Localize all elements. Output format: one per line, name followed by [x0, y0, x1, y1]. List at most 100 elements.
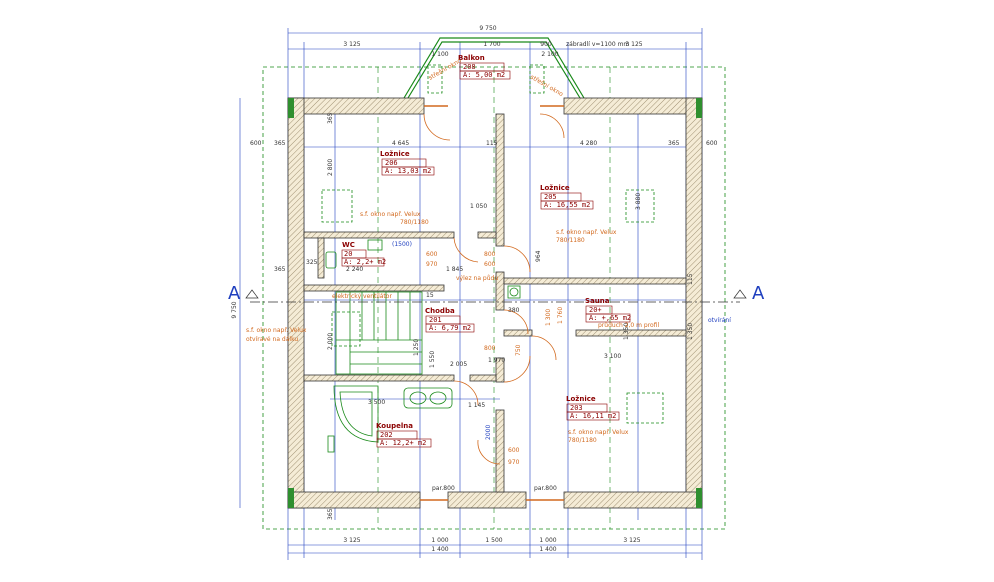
note-ventilator: elektrický ventilátor	[332, 293, 392, 300]
room-number-koupelna: 202	[380, 431, 393, 439]
bathroom-fixtures	[325, 239, 521, 453]
staircase	[335, 291, 423, 375]
note-velux2b: 780/1180	[556, 237, 585, 244]
dim-1350: 1 350	[687, 323, 694, 340]
room-name-loznice-203: Ložnice	[566, 395, 596, 403]
dim-1145: 1 145	[468, 402, 485, 409]
section-mark-left: A	[228, 283, 241, 304]
room-area-205: A: 16,55 m2	[544, 201, 590, 209]
dim-365b: 365	[274, 266, 286, 273]
dim-top-left: 3 125	[343, 41, 360, 48]
dim-115: 115	[486, 140, 498, 147]
note-velux4b: otvíravé na dálku	[246, 336, 298, 343]
room-labels: Balkon 208 A: 5,00 m2 Ložnice 206 A: 13,…	[341, 54, 631, 448]
dim-2800: 2 800	[327, 159, 334, 176]
dim-top-sub2: 900	[540, 41, 552, 48]
dim-800b: 800	[484, 345, 496, 352]
dim-4280: 4 280	[580, 140, 597, 147]
dim-bottom-r1: 1 000	[431, 537, 448, 544]
room-area-203: A: 16,11 m2	[570, 412, 616, 420]
room-number-wc: 20	[344, 250, 352, 258]
note-velux2: s.f. okno např. Velux	[556, 229, 617, 236]
room-area-balkon: A: 5,00 m2	[463, 71, 505, 79]
dim-600a: 600	[426, 251, 438, 258]
dim-bottom-sub2: 1 400	[539, 546, 556, 553]
dim-bottom-r2: 1 500	[485, 537, 502, 544]
dim-1500: (1500)	[392, 241, 412, 248]
rafter-lines	[377, 67, 611, 529]
room-number-206: 206	[385, 159, 398, 167]
annotation-notes: střešní okno střešní okno s.f. okno např…	[246, 57, 731, 444]
room-area-chodba: A: 6,79 m2	[429, 324, 471, 332]
dimension-texts: 9 750 3 125 1 700 3 125 1 100 900 2 100 …	[231, 25, 718, 553]
dim-800a: 800	[484, 251, 496, 258]
note-velux4: s.f. okno např. Velux	[246, 327, 307, 334]
room-area-koupelna: A: 12,2+ m2	[380, 439, 426, 447]
note-otvirani: otvírání	[708, 317, 731, 324]
room-area-206: A: 13,03 m2	[385, 167, 431, 175]
dim-bottom-left: 3 125	[343, 537, 360, 544]
room-name-loznice-206: Ložnice	[380, 150, 410, 158]
note-stresni-left: střešní okno	[428, 57, 464, 82]
dim-top-total: 9 750	[479, 25, 496, 32]
room-number-205: 205	[544, 193, 557, 201]
room-name-balkon: Balkon	[458, 54, 485, 62]
dim-4645: 4 645	[392, 140, 409, 147]
dim-2000b: 2000	[485, 425, 492, 440]
room-number-sauna: 20+	[589, 306, 602, 314]
room-area-sauna: A: +,65 m2	[589, 314, 631, 322]
dim-1845: 1 845	[446, 266, 463, 273]
dim-top-mid: 1 700	[483, 41, 500, 48]
dim-bottom-right: 3 125	[623, 537, 640, 544]
balcony	[403, 37, 585, 99]
doors	[423, 113, 565, 465]
dim-1970: 1 970	[488, 357, 505, 364]
dim-left-600: 600	[250, 140, 262, 147]
dim-par800b: par.800	[534, 485, 557, 492]
note-velux3: s.f. okno např. Velux	[568, 429, 629, 436]
dim-1760: 1 760	[557, 307, 564, 324]
room-area-wc: A: 2,2+ m2	[344, 258, 386, 266]
note-velux1: s.f. okno např. Velux	[360, 211, 421, 218]
note-velux3b: 780/1180	[568, 437, 597, 444]
dim-750: 750	[515, 344, 522, 356]
dim-par800a: par.800	[432, 485, 455, 492]
dim-365d: 365	[327, 508, 334, 520]
dim-1250: 1 250	[413, 339, 420, 356]
skylights	[321, 64, 664, 424]
dim-top-sub3: 2 100	[541, 51, 558, 58]
dim-3500: 3 500	[368, 399, 385, 406]
dim-3880: 3 880	[635, 193, 642, 210]
walls	[287, 97, 703, 509]
dim-1300: 1 300	[545, 309, 552, 326]
room-name-sauna: Sauna	[585, 297, 610, 305]
dim-600c: 600	[508, 447, 520, 454]
dim-970a: 970	[426, 261, 438, 268]
dim-left-total: 9 750	[231, 301, 238, 318]
dim-left-365: 365	[274, 140, 286, 147]
dim-380: 380	[508, 307, 520, 314]
dim-964: 964	[535, 250, 542, 262]
room-name-wc: WC	[342, 241, 355, 249]
dim-3100: 3 100	[604, 353, 621, 360]
windows	[420, 105, 564, 501]
section-mark-right: A	[752, 283, 765, 304]
room-name-chodba: Chodba	[425, 307, 455, 315]
corner-posts	[288, 98, 702, 508]
dim-1050: 1 050	[470, 203, 487, 210]
section-line: A A	[228, 283, 765, 304]
dim-970c: 970	[508, 459, 520, 466]
dim-2005: 2 005	[450, 361, 467, 368]
dim-600b: 600	[484, 261, 496, 268]
dim-325: 325	[306, 259, 318, 266]
room-name-loznice-205: Ložnice	[540, 184, 570, 192]
note-vylez: výlez na půdu	[456, 275, 498, 282]
dim-top-sub1: 1 100	[431, 51, 448, 58]
room-name-koupelna: Koupelna	[376, 422, 413, 430]
room-number-203: 203	[570, 404, 583, 412]
dim-bottom-sub1: 1 400	[431, 546, 448, 553]
note-pruduch: průduch 2,0 m profil	[598, 322, 659, 329]
dim-15: 15	[426, 292, 434, 299]
dim-1350b: 1 350	[623, 323, 630, 340]
